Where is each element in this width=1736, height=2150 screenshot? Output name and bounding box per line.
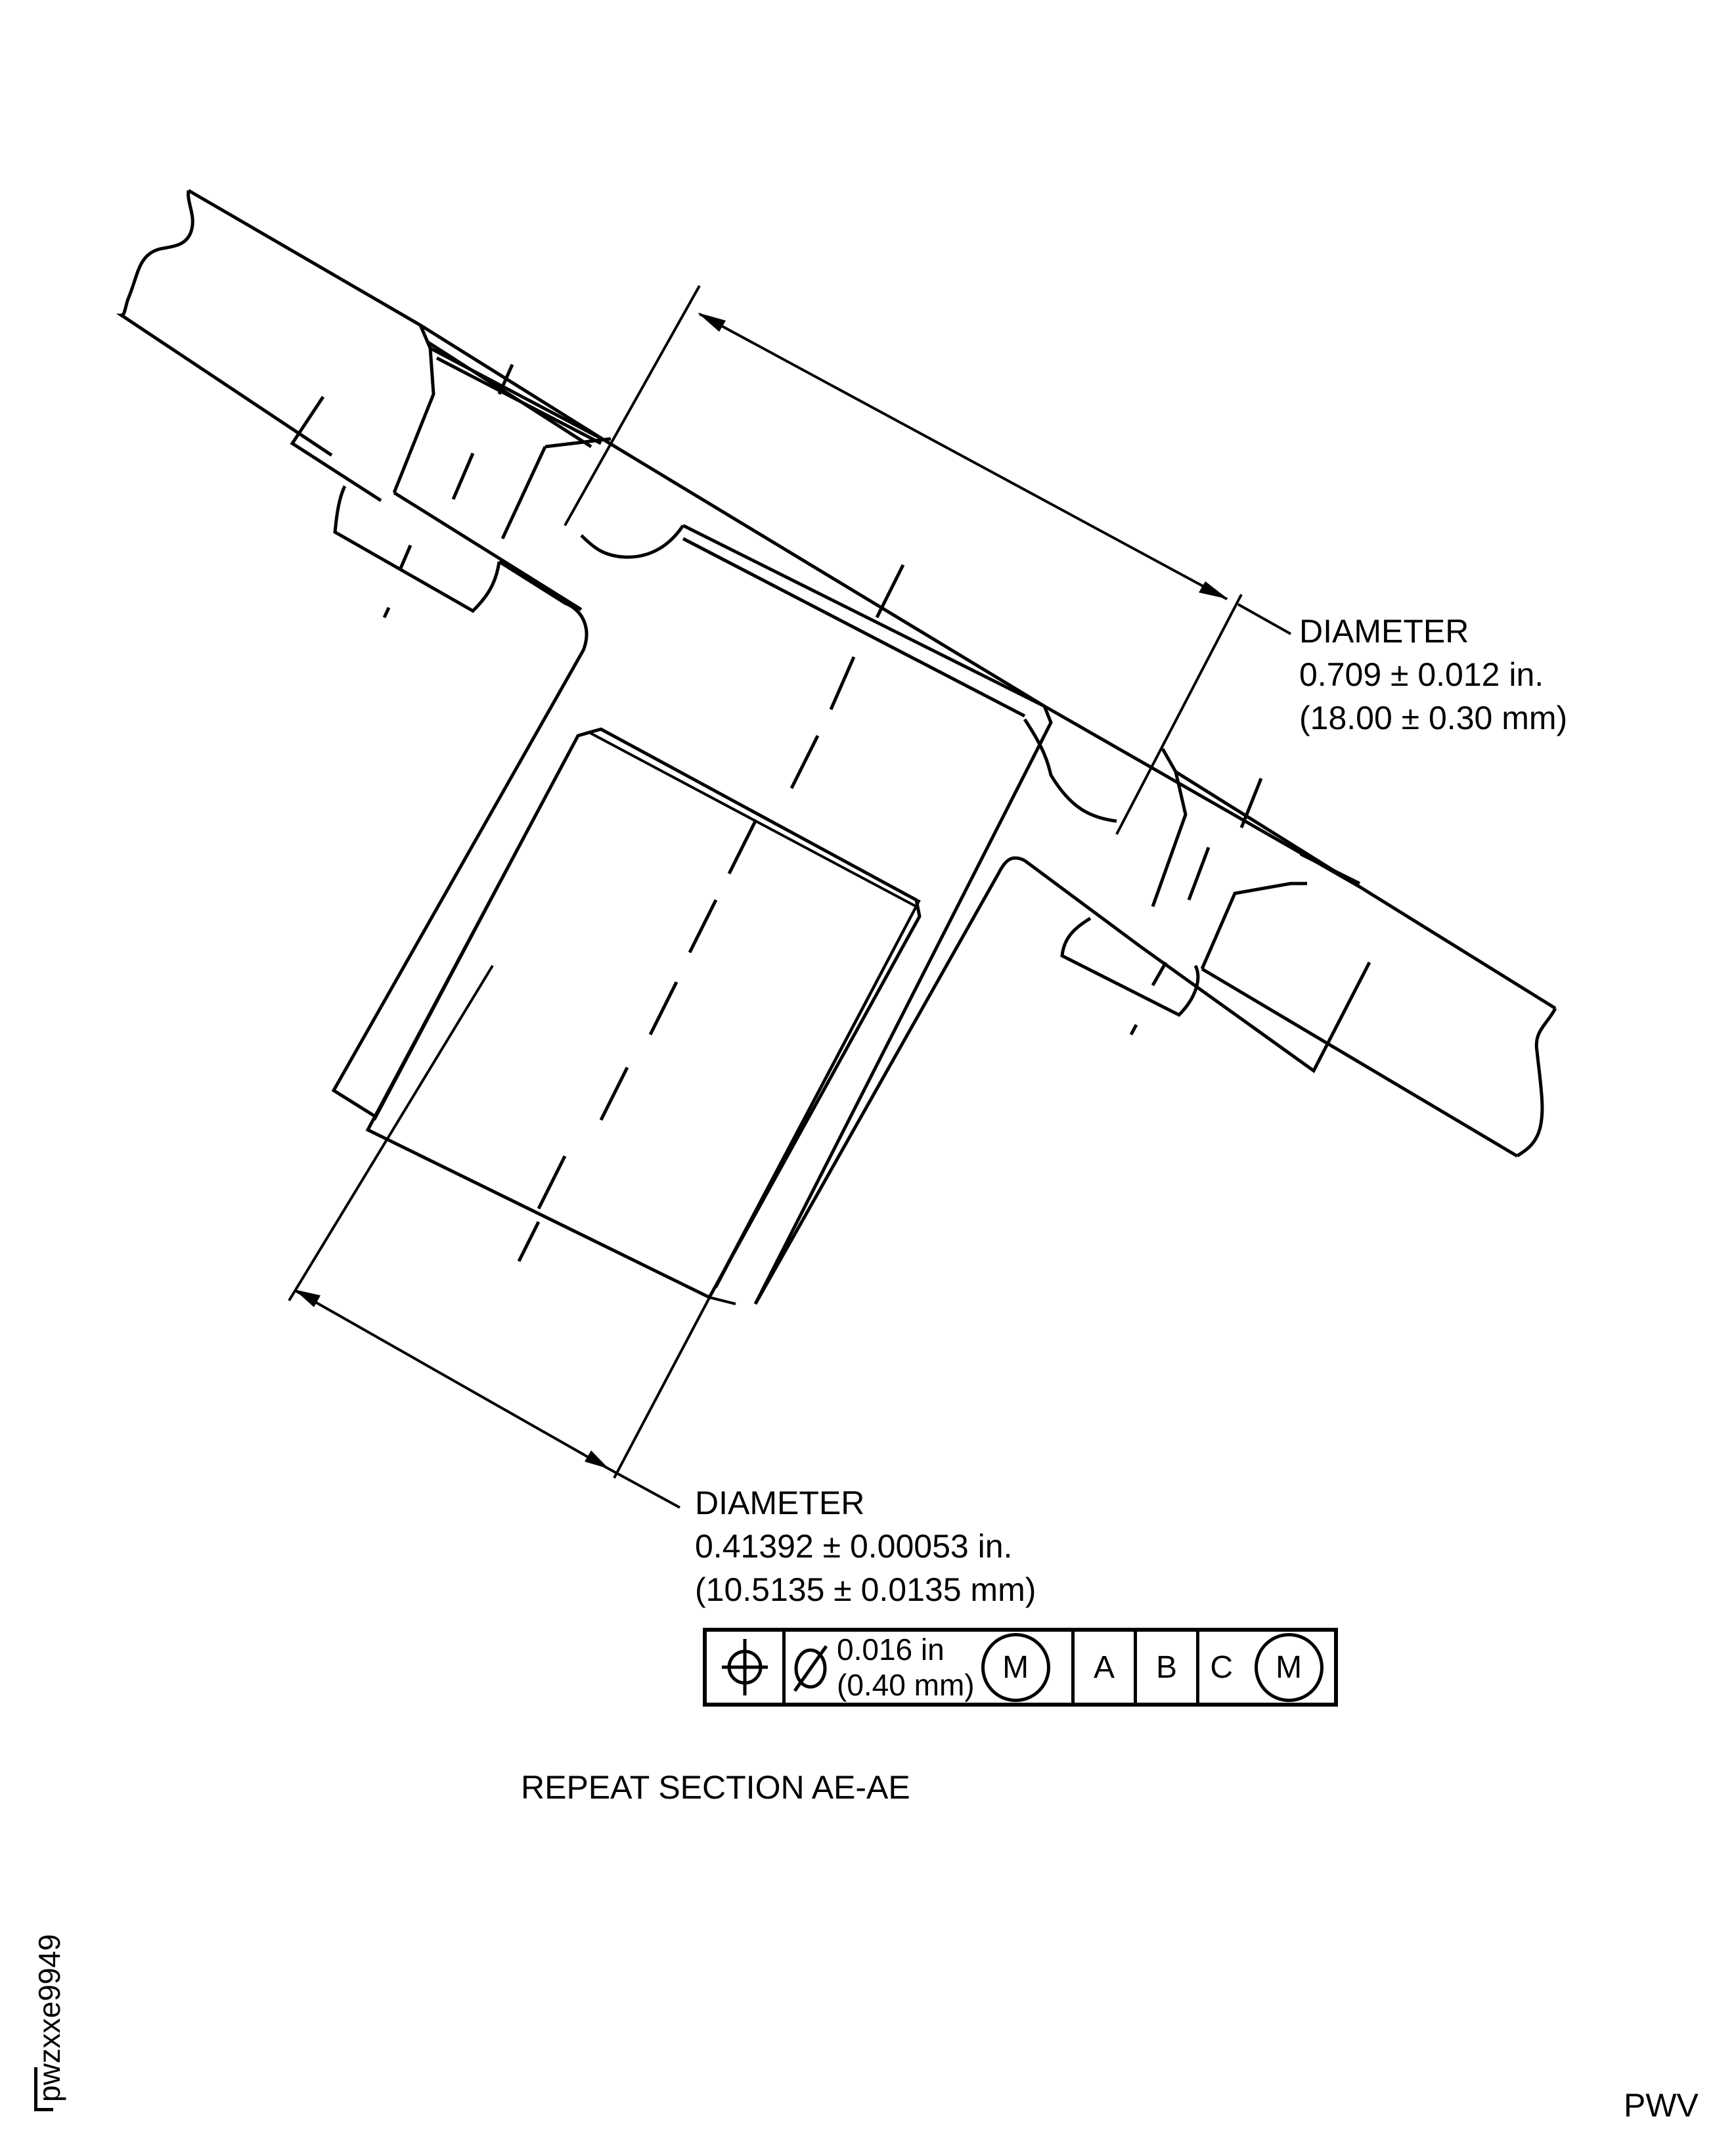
- left-fastener-centerline-2: [451, 453, 475, 500]
- bore-diameter-mm: (10.5135 ± 0.0135 mm): [695, 1571, 1036, 1608]
- right-plate: [1201, 967, 1557, 1158]
- position-symbol-cell: [707, 1632, 786, 1703]
- bore-diameter-label: DIAMETER: [695, 1485, 865, 1521]
- diameter-symbol-icon: [793, 1645, 828, 1692]
- right-fastener: [1060, 748, 1371, 1073]
- left-fastener-centerline: [497, 363, 514, 395]
- left-plate: [116, 189, 422, 457]
- bore-extension-line-right: [613, 899, 921, 1479]
- feature-control-frame: 0.016 in (0.40 mm) M A B C M: [703, 1628, 1338, 1707]
- datum-a-cell: A: [1075, 1632, 1137, 1703]
- corner-label: PWV: [1624, 2087, 1699, 2124]
- mmc-modifier-label: M: [1002, 1649, 1029, 1685]
- tolerance-mm: (0.40 mm): [837, 1668, 975, 1702]
- figure-id: pwzxxe9949: [32, 1934, 66, 2102]
- datum-c-label: C: [1210, 1649, 1233, 1685]
- datum-c-mmc-label: M: [1276, 1649, 1302, 1685]
- left-fastener-centerline-4: [382, 606, 391, 619]
- tolerance-inch: 0.016 in: [837, 1632, 945, 1667]
- bore-diameter-inch: 0.41392 ± 0.00053 in.: [695, 1528, 1013, 1565]
- datum-b-cell: B: [1137, 1632, 1199, 1703]
- datum-c-cell: C M: [1199, 1632, 1334, 1703]
- datum-c-mmc-circle: M: [1254, 1632, 1324, 1702]
- bore-extension-line-left: [288, 964, 494, 1302]
- tolerance-value: 0.016 in (0.40 mm): [837, 1632, 975, 1703]
- outer-diameter-mm: (18.00 ± 0.30 mm): [1299, 700, 1568, 736]
- figure-id-bracket: [34, 2067, 53, 2111]
- position-icon: [721, 1639, 768, 1695]
- outer-diameter-callout: DIAMETER 0.709 ± 0.012 in. (18.00 ± 0.30…: [1299, 610, 1567, 740]
- mmc-modifier-circle: M: [981, 1632, 1050, 1702]
- bore-diameter-dimension: [294, 1289, 680, 1509]
- left-fastener: [290, 325, 612, 614]
- outer-diameter-inch: 0.709 ± 0.012 in.: [1299, 656, 1544, 693]
- outer-diameter-label: DIAMETER: [1299, 613, 1469, 650]
- datum-b-label: B: [1155, 1649, 1177, 1685]
- datum-a-label: A: [1093, 1649, 1115, 1685]
- bore-diameter-callout: DIAMETER 0.41392 ± 0.00053 in. (10.5135 …: [695, 1481, 1036, 1611]
- housing-body: [331, 524, 1141, 1305]
- tolerance-cell: 0.016 in (0.40 mm) M: [786, 1632, 1075, 1703]
- outer-diameter-dimension: [564, 285, 1291, 835]
- bushing: [365, 727, 922, 1305]
- section-title: REPEAT SECTION AE-AE: [521, 1769, 910, 1806]
- left-fastener-centerline-3: [399, 545, 412, 569]
- bore-centerline: [517, 564, 905, 1263]
